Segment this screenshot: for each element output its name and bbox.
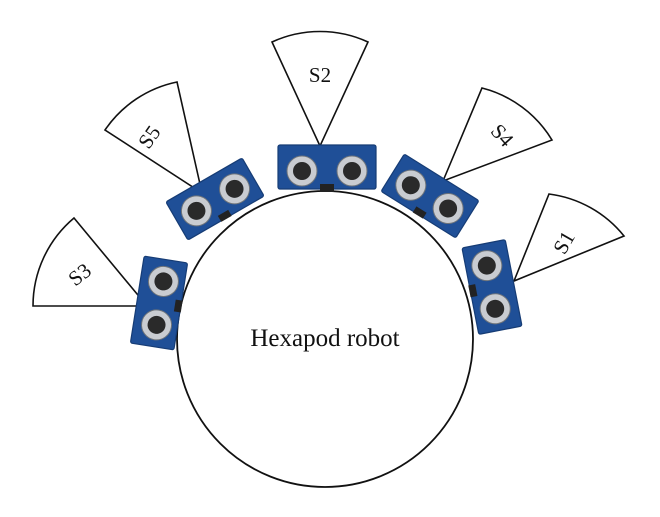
sensor-s5-sector — [103, 81, 204, 195]
sensor-s3-connector — [173, 299, 183, 313]
sensor-s3-module — [130, 255, 188, 351]
sensor-s2-module — [277, 144, 377, 192]
robot-body: Hexapod robot — [176, 190, 474, 488]
sensor-s2-connector — [320, 184, 334, 192]
sensor-s5-module — [166, 158, 264, 240]
sensor-s2-sector — [270, 30, 370, 148]
sensor-s3: S3 — [32, 216, 188, 351]
sensor-s1: S1 — [461, 193, 626, 335]
sensor-s1-module — [461, 239, 523, 335]
sensor-s4: S4 — [381, 87, 554, 238]
sensor-s4-sector — [441, 87, 554, 183]
sensor-s1-sector — [512, 193, 626, 283]
sensor-s2: S2 — [270, 30, 377, 192]
sensor-s2-label: S2 — [309, 63, 331, 87]
sensor-s4-module — [381, 154, 479, 238]
sensor-s5: S5 — [103, 81, 264, 240]
robot-label: Hexapod robot — [250, 325, 399, 352]
sensor-s4-connector — [412, 206, 427, 219]
sensor-s1-connector — [468, 284, 478, 298]
sensor-s3-sector — [32, 216, 149, 307]
sensor-s5-connector — [217, 209, 232, 222]
